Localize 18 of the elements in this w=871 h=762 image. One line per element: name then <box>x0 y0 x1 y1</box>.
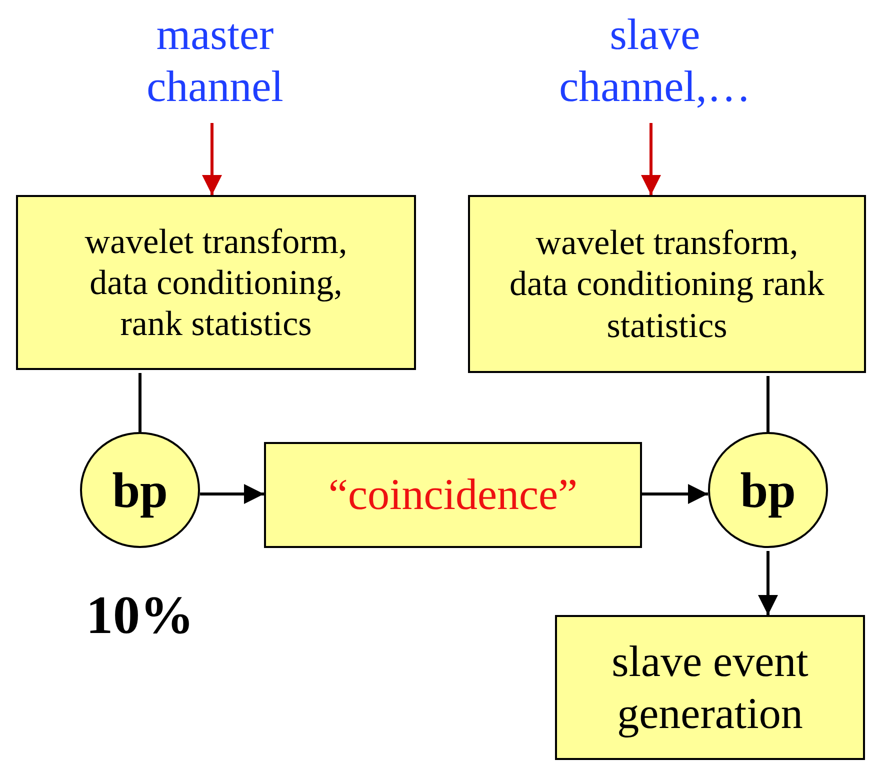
node-text: slave event generation <box>610 636 810 740</box>
node-text: wavelet transform, data conditioning, rank statistics <box>84 220 348 344</box>
connector-arrow <box>200 484 264 504</box>
connector-arrow <box>758 551 778 615</box>
channel-label-text: master channel <box>146 9 284 113</box>
connector-arrow <box>641 123 661 195</box>
process-box <box>555 615 865 760</box>
node-text: wavelet transform, data conditioning rank statistics <box>508 222 826 346</box>
connector-arrow <box>202 123 222 195</box>
node-text: bp <box>112 460 168 520</box>
percentage-label: 10% <box>85 588 195 642</box>
node-text: “coincidence” <box>328 469 578 521</box>
node-text: bp <box>740 460 796 520</box>
process-box <box>16 195 416 370</box>
process-box <box>468 195 866 373</box>
channel-label-text: slave channel,… <box>558 9 752 113</box>
connector-arrow <box>642 484 708 504</box>
process-box <box>264 442 642 548</box>
